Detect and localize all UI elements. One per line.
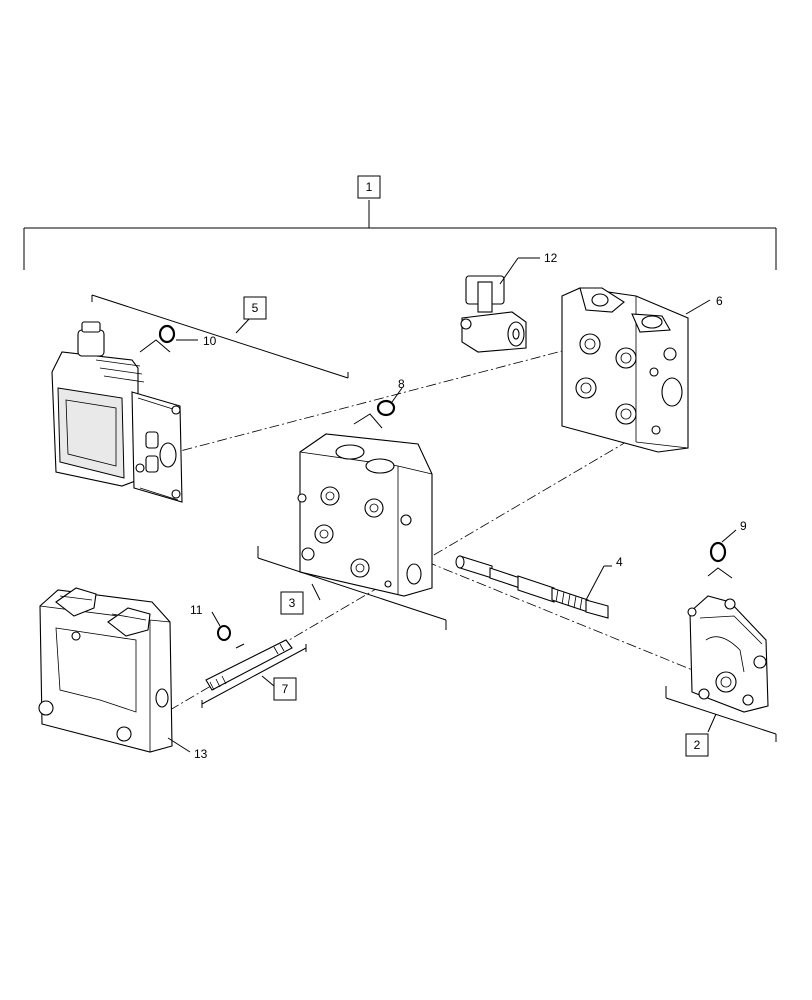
callout-7[interactable]: 7 (273, 677, 297, 701)
callout-6[interactable]: 6 (716, 294, 723, 308)
callout-7-label: 7 (282, 682, 289, 696)
callout-5-label: 5 (252, 301, 259, 315)
tie-rod-7 (201, 639, 307, 708)
assembly-bracket (23, 200, 777, 270)
callout-8-label: 8 (398, 377, 405, 391)
bracket-5 (91, 294, 349, 379)
o-ring-11 (211, 611, 231, 641)
callout-4[interactable]: 4 (616, 555, 623, 569)
callout-12-label: 12 (544, 251, 558, 265)
callout-11-label: 11 (190, 603, 203, 617)
callout-1[interactable]: 1 (357, 175, 381, 199)
callout-9-label: 9 (740, 519, 747, 533)
callout-10-label: 10 (203, 334, 217, 348)
inlet-block-13 (38, 587, 191, 753)
end-section-6 (561, 287, 711, 453)
callout-3[interactable]: 3 (280, 591, 304, 615)
callout-11[interactable]: 11 (190, 603, 203, 617)
callout-9[interactable]: 9 (740, 519, 747, 533)
callout-1-label: 1 (366, 180, 373, 194)
end-cover-2 (687, 595, 769, 713)
solenoid-coil (460, 257, 540, 353)
callout-8[interactable]: 8 (398, 377, 405, 391)
bracket-2 (665, 686, 777, 742)
o-ring-9 (707, 529, 737, 579)
working-section-3 (297, 433, 433, 597)
o-ring-10 (139, 324, 198, 353)
bracket-3 (257, 546, 447, 630)
callout-10[interactable]: 10 (203, 334, 217, 348)
callout-12[interactable]: 12 (544, 251, 558, 265)
spool-4 (455, 555, 612, 619)
callout-4-label: 4 (616, 555, 623, 569)
callout-2[interactable]: 2 (685, 733, 709, 757)
callout-3-label: 3 (289, 596, 296, 610)
callout-5[interactable]: 5 (243, 296, 267, 320)
solenoid-control-section (51, 321, 183, 503)
callout-2-label: 2 (694, 738, 701, 752)
o-ring-8 (353, 387, 403, 429)
callout-13-label: 13 (194, 747, 208, 761)
callout-13[interactable]: 13 (194, 747, 208, 761)
callout-6-label: 6 (716, 294, 723, 308)
